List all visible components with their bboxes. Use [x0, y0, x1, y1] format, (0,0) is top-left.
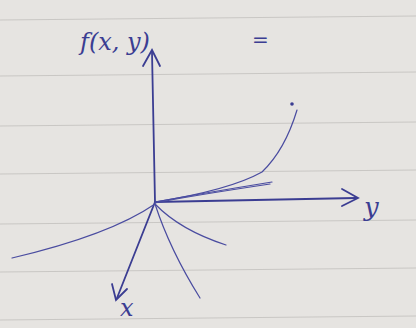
- axes: [112, 50, 358, 300]
- axis-label: y: [364, 194, 379, 220]
- paper-lines: [0, 16, 416, 320]
- surface-curves: [12, 110, 297, 298]
- equals-sign: =: [252, 30, 269, 50]
- dot: [290, 102, 294, 106]
- axis-label: f(x, y): [80, 30, 150, 54]
- axis-label: x: [120, 296, 134, 320]
